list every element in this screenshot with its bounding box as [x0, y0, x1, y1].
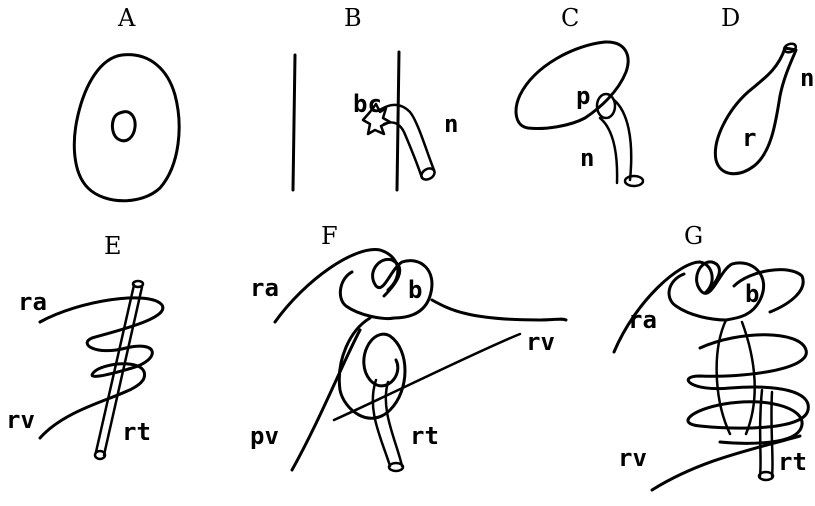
panel-d: D r n [715, 4, 814, 174]
panel-e-label-ra: ra [18, 288, 47, 316]
panel-a-outer-ring [74, 55, 179, 201]
panel-e-spiral [40, 298, 163, 438]
panel-b-label-n: n [444, 110, 458, 138]
panel-b-letter: B [344, 4, 362, 32]
panel-f-letter: F [321, 222, 338, 250]
panel-d-letter: D [721, 4, 740, 32]
panel-d-bulb-outline [715, 48, 796, 174]
panel-g-coils [688, 335, 808, 444]
panel-f-label-rv: rv [526, 328, 555, 356]
panel-e-letter: E [104, 232, 122, 260]
panel-b: B bc n [293, 4, 458, 190]
panel-e-label-rt: rt [122, 418, 151, 446]
panel-a: A [74, 4, 179, 201]
panel-d-label-r: r [742, 124, 756, 152]
panel-f-tube [373, 380, 402, 466]
panel-c-nerve-end [625, 176, 643, 186]
panel-b-label-bc: bc [353, 90, 382, 118]
panel-b-right-line [397, 52, 399, 190]
panel-g-letter: G [684, 222, 703, 250]
panel-b-nerve-fiber [380, 105, 434, 178]
panel-c-nerve [600, 100, 631, 183]
panel-g-label-rv: rv [618, 444, 647, 472]
panel-f-diagonal [334, 334, 520, 420]
panel-a-letter: A [117, 4, 136, 32]
panel-g-label-rt: rt [778, 448, 807, 476]
panel-e-label-rv: rv [6, 406, 35, 434]
panel-f-label-ra: ra [250, 274, 279, 302]
panel-f-pv-line [292, 330, 360, 470]
panel-f-label-b: b [408, 276, 422, 304]
panel-f-tube-end [389, 463, 403, 471]
panel-g-label-ra: ra [628, 306, 657, 334]
panel-d-label-n: n [800, 64, 814, 92]
panel-f-label-rt: rt [410, 422, 439, 450]
panel-b-nerve-end [419, 166, 436, 182]
panel-a-inner-ring [112, 112, 135, 141]
panel-c-label-n: n [580, 144, 594, 172]
panel-b-left-line [293, 55, 295, 190]
panel-g-label-b: b [745, 280, 759, 308]
panel-g: G ra b rv rt [614, 222, 808, 490]
panel-e: E ra rv rt [6, 232, 163, 459]
panel-c: C p n [516, 4, 643, 186]
panel-f: F ra b rv pv rt [250, 222, 566, 471]
panel-c-letter: C [561, 4, 579, 32]
panel-f-label-pv: pv [250, 422, 279, 450]
panel-c-label-p: p [576, 82, 590, 110]
